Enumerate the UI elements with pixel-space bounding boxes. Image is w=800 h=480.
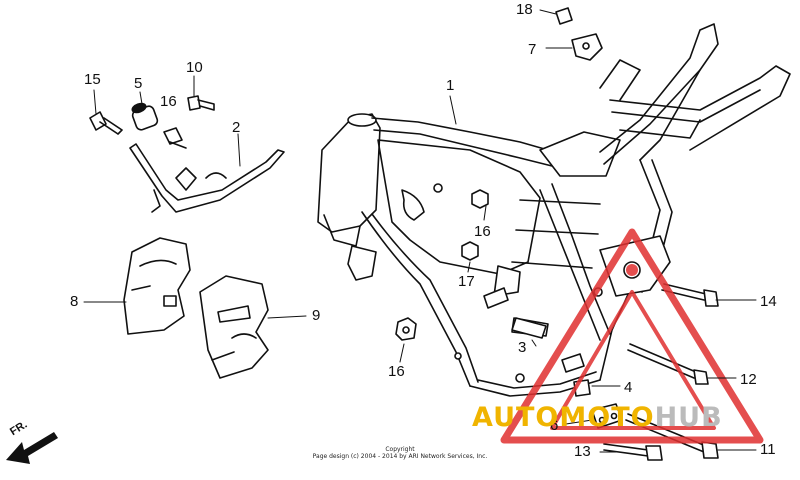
side-cover-8 xyxy=(123,237,191,335)
callout-17: 17 xyxy=(458,273,475,290)
watermark-part-3: HUB xyxy=(654,402,723,433)
callout-4: 4 xyxy=(624,379,633,396)
callout-8: 8 xyxy=(70,293,79,310)
bolt-14 xyxy=(661,283,719,307)
bracket-7 xyxy=(571,33,603,61)
callout-14: 14 xyxy=(760,293,777,310)
plate-6 xyxy=(591,403,623,429)
watermark-triangle-icon xyxy=(500,228,764,444)
callout-5: 5 xyxy=(134,75,143,92)
bolt-10 xyxy=(187,95,215,111)
callout-11: 11 xyxy=(760,441,776,458)
side-cover-9 xyxy=(199,275,269,379)
callout-16-bottom: 16 xyxy=(388,363,405,380)
nut-16-upper xyxy=(471,189,489,209)
callout-7: 7 xyxy=(528,41,537,58)
watermark-part-2: MOTO xyxy=(559,402,655,433)
callout-2: 2 xyxy=(232,119,241,136)
callout-10: 10 xyxy=(186,59,203,76)
bolt-13 xyxy=(603,443,663,461)
callout-15: 15 xyxy=(84,71,101,88)
watermark-part-1: AUTO xyxy=(472,402,560,433)
cap-18 xyxy=(555,7,573,25)
callout-16-middle: 16 xyxy=(474,223,491,240)
callout-1: 1 xyxy=(446,77,455,94)
nut-17 xyxy=(461,241,479,261)
main-frame xyxy=(317,23,791,397)
leader-16-top xyxy=(169,141,187,149)
watermark-text: AUTOMOTOHUB xyxy=(472,402,723,433)
front-direction-arrow-icon xyxy=(6,432,58,464)
copyright-line-2: Page design (c) 2004 - 2014 by ARI Netwo… xyxy=(312,453,488,460)
nut-16-lower xyxy=(395,317,417,341)
callout-16-top: 16 xyxy=(160,93,177,110)
front-bracket xyxy=(129,143,285,213)
bolt-15 xyxy=(89,111,123,135)
callout-3: 3 xyxy=(518,339,527,356)
callout-18: 18 xyxy=(516,1,533,18)
collar-3 xyxy=(511,317,547,339)
copyright-notice: Copyright Page design (c) 2004 - 2014 by… xyxy=(300,446,500,460)
callout-12: 12 xyxy=(740,371,757,388)
callout-9: 9 xyxy=(312,307,321,324)
washer-16-top xyxy=(163,127,183,145)
callout-6: 6 xyxy=(550,417,559,434)
leader-lines xyxy=(83,9,757,453)
copyright-line-1: Copyright xyxy=(385,446,415,453)
collar-5 xyxy=(131,102,159,131)
callout-13: 13 xyxy=(574,443,591,460)
